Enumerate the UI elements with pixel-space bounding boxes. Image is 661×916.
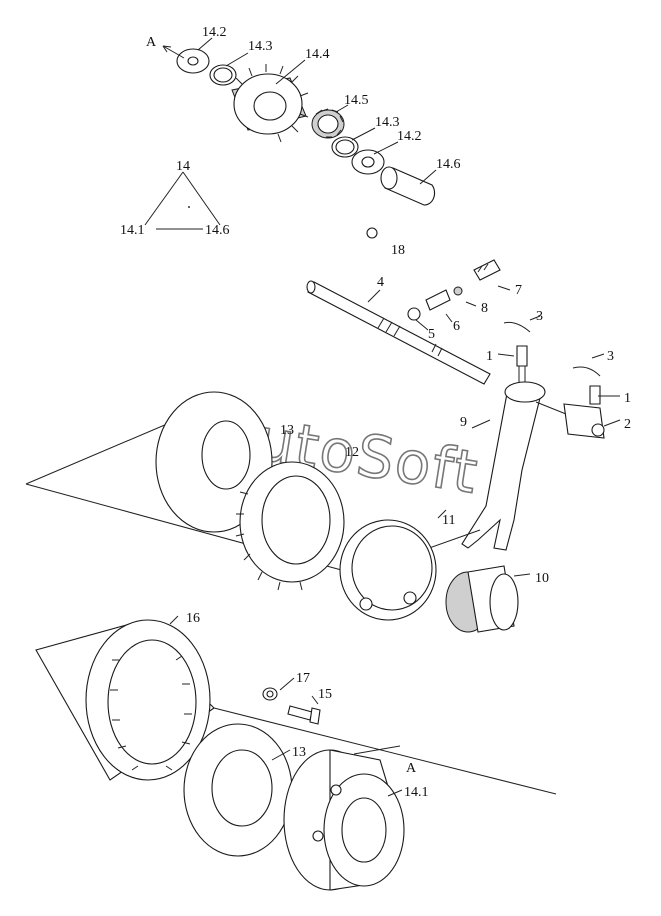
label-14-2-bottom: 14.2 (397, 129, 422, 144)
label-7: 7 (515, 283, 522, 298)
label-16: 16 (186, 611, 200, 626)
label-15: 15 (318, 687, 332, 702)
steel-disc-12 (235, 461, 345, 591)
washer-14-2-bottom (351, 149, 385, 175)
ring-14-3-top (209, 64, 237, 86)
label-6: 6 (453, 319, 460, 334)
pin-14-6 (380, 166, 436, 206)
grease-fitting-1-left (516, 345, 528, 384)
friction-plate-13-top (155, 391, 273, 533)
label-1-left: 1 (486, 349, 493, 364)
needle-bearing-14-5 (311, 108, 345, 139)
label-14-1-key: 14.1 (120, 223, 145, 238)
label-a-bottom: A (406, 761, 417, 776)
label-10: 10 (535, 571, 549, 586)
washer-14-2-top (176, 48, 210, 74)
label-18: 18 (391, 243, 405, 258)
label-14-1: 14.1 (404, 785, 429, 800)
washer-17 (262, 687, 278, 701)
shift-rod-4 (306, 280, 491, 385)
drum-housing-16 (35, 619, 215, 781)
label-14-4: 14.4 (305, 47, 330, 62)
hub-14-1 (283, 749, 405, 891)
lockwire-3-upper (503, 321, 531, 333)
spring-6 (425, 289, 451, 311)
screw-15 (287, 705, 321, 725)
label-14: 14 (176, 159, 190, 174)
label-14-3-top: 14.3 (248, 39, 273, 54)
arrow-head-a-top (162, 45, 172, 53)
label-3-upper: 3 (536, 309, 543, 324)
gear-14-4 (231, 64, 309, 143)
label-9: 9 (460, 415, 467, 430)
key-triangle (144, 171, 221, 230)
label-14-5: 14.5 (344, 93, 369, 108)
ring-14-3-bottom (331, 136, 359, 158)
bolt-7 (473, 259, 501, 281)
label-1-right: 1 (624, 391, 631, 406)
sliding-sleeve-10 (445, 565, 519, 633)
label-3-lower: 3 (607, 349, 614, 364)
ball-18 (366, 227, 378, 239)
label-4: 4 (377, 275, 384, 290)
label-14-2-top: 14.2 (202, 25, 227, 40)
arrow-a-top (162, 45, 185, 59)
assembly-line-lower (213, 707, 557, 795)
label-14-6-key: 14.6 (205, 223, 230, 238)
label-8: 8 (481, 301, 488, 316)
label-5: 5 (428, 327, 435, 342)
grease-fitting-1-right (589, 385, 601, 405)
label-13-top: 13 (280, 423, 294, 438)
nut-8 (453, 286, 463, 296)
snap-ring-11 (339, 519, 437, 621)
label-11: 11 (442, 513, 455, 528)
label-2: 2 (624, 417, 631, 432)
label-17: 17 (296, 671, 310, 686)
label-13-bottom: 13 (292, 745, 306, 760)
label-a-top: A (146, 35, 157, 50)
friction-plate-13-bottom (183, 723, 293, 857)
label-14-3-bottom: 14.3 (375, 115, 400, 130)
lockwire-3-lower (572, 366, 601, 377)
shift-fork-9 (461, 381, 567, 551)
label-14-6: 14.6 (436, 157, 461, 172)
ball-5 (407, 307, 421, 321)
label-12: 12 (345, 445, 359, 460)
clamp-block-2 (563, 403, 605, 439)
